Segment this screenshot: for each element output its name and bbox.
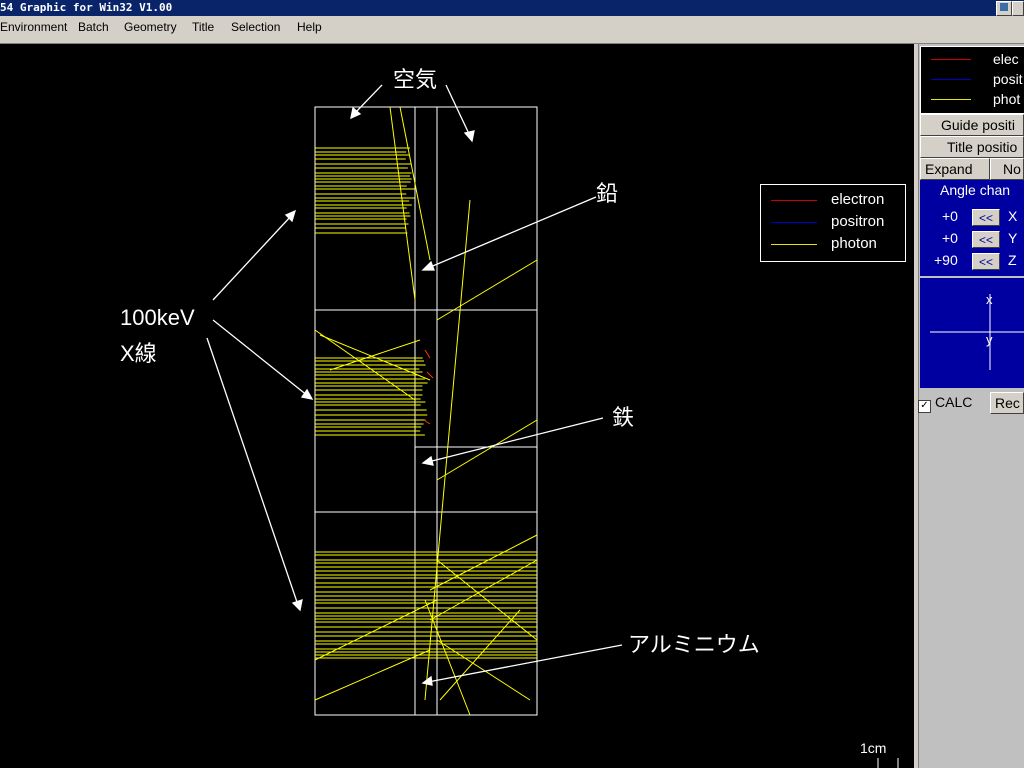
scale-label: 1cm (860, 740, 887, 756)
guide-position-button[interactable]: Guide positi (920, 114, 1024, 136)
window-title: 54 Graphic for Win32 V1.00 (0, 1, 173, 14)
electron-line-icon (931, 59, 971, 60)
label-xray: X線 (120, 341, 157, 366)
electron-tracks (423, 349, 434, 425)
calc-toggle[interactable]: ✓ CALC (918, 394, 972, 413)
label-xray-energy: 100keV (120, 305, 195, 330)
menu-title[interactable]: Title (192, 20, 215, 34)
slab-outlines (314, 106, 538, 716)
menu-selection[interactable]: Selection (231, 20, 281, 34)
minimize-icon (1000, 3, 1008, 11)
calc-label: CALC (935, 394, 973, 410)
title-position-button[interactable]: Title positio (920, 136, 1024, 158)
control-panel: elec posit phot Guide positi Title posit… (914, 44, 1024, 768)
maximize-button[interactable] (1012, 1, 1024, 16)
rec-button[interactable]: Rec (990, 392, 1024, 414)
axis-y-label: y (986, 332, 993, 347)
menu-bar: Environment Batch Geometry Title Selecti… (0, 16, 1024, 38)
positron-line-icon (771, 222, 817, 223)
angle-change-panel: Angle chan +0 << X +0 << Y +90 << Z (920, 180, 1024, 276)
axis-icon (930, 294, 1024, 370)
angle-z-decrease-button[interactable]: << (972, 253, 1000, 270)
label-lead: 鉛 (596, 181, 619, 206)
label-iron: 鉄 (612, 405, 635, 430)
positron-line-icon (931, 79, 971, 80)
annotation-arrows (206, 84, 623, 686)
label-aluminium: アルミニウム (628, 632, 760, 657)
angle-x-decrease-button[interactable]: << (972, 209, 1000, 226)
orientation-view[interactable]: x y (920, 278, 1024, 388)
label-air: 空気 (393, 67, 438, 92)
legend-electron: electron (761, 189, 905, 211)
electron-line-icon (771, 200, 817, 201)
photon-line-icon (771, 244, 817, 245)
legend-photon: photon (761, 233, 905, 255)
title-bar: 54 Graphic for Win32 V1.00 (0, 0, 1024, 16)
particle-legend: electron positron photon (760, 184, 906, 262)
photon-tracks (314, 106, 538, 716)
menu-geometry[interactable]: Geometry (124, 20, 177, 34)
expand-button[interactable]: Expand (920, 158, 990, 180)
scale-bar (877, 758, 899, 768)
photon-line-icon (931, 99, 971, 100)
outer-frame (314, 106, 538, 716)
minimize-button[interactable] (996, 1, 1012, 16)
panel-legend: elec posit phot (920, 46, 1024, 114)
angle-y-decrease-button[interactable]: << (972, 231, 1000, 248)
axis-x-label: x (986, 292, 993, 307)
calc-checkbox[interactable]: ✓ (918, 400, 931, 413)
menu-help[interactable]: Help (297, 20, 322, 34)
no-button[interactable]: No (990, 158, 1024, 180)
menu-batch[interactable]: Batch (78, 20, 109, 34)
angle-change-label: Angle chan (940, 182, 1011, 198)
menu-environment[interactable]: Environment (0, 20, 68, 34)
geometry-drawing (206, 84, 899, 768)
legend-positron: positron (761, 211, 905, 233)
simulation-canvas[interactable] (0, 44, 914, 768)
toolbar-separator (0, 38, 1024, 44)
